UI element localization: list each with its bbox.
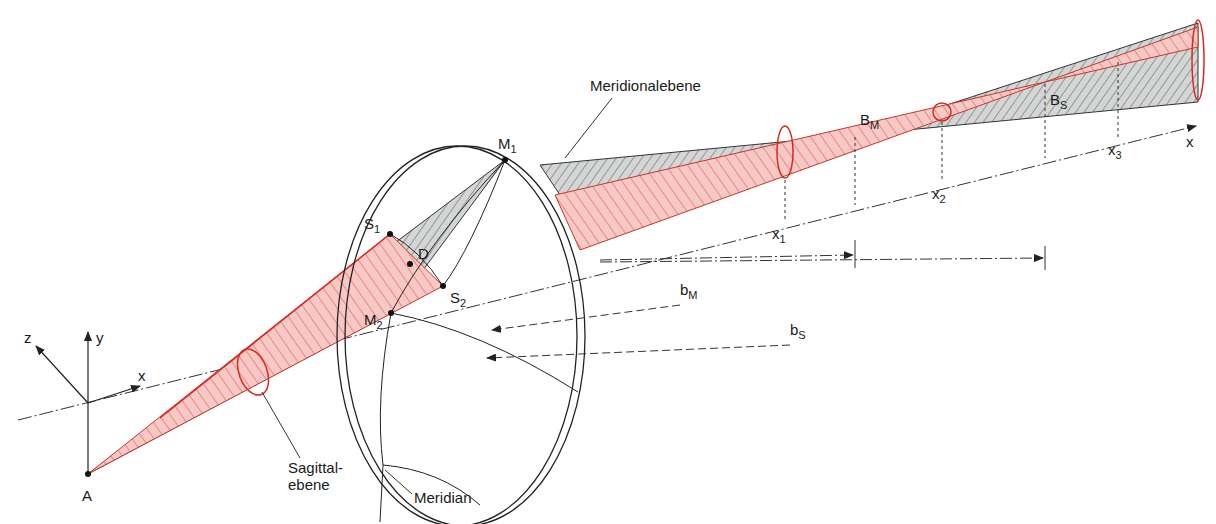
position-label: x2 — [932, 186, 946, 203]
focus-label: BM — [860, 112, 879, 129]
axis-label: y — [96, 330, 104, 347]
lens — [345, 146, 585, 524]
subscript: 1 — [780, 233, 786, 245]
subscript: 2 — [377, 319, 383, 331]
axis-label: z — [24, 330, 32, 347]
plane-label: Sagittal- ebene — [288, 460, 358, 493]
part-label: Meridian — [414, 490, 472, 507]
point-label: D — [418, 246, 429, 263]
axis-label: x — [1186, 134, 1194, 151]
meridional-fan — [88, 160, 505, 474]
point-label: S2 — [450, 290, 466, 307]
subscript: S — [798, 329, 805, 341]
position-label: x3 — [1108, 142, 1122, 159]
position-label: x1 — [772, 226, 786, 243]
subscript: S — [1060, 99, 1067, 111]
subscript: 2 — [460, 297, 466, 309]
subscript: 2 — [940, 193, 946, 205]
point-label: A — [82, 488, 92, 505]
plane-label: Meridionalebene — [590, 78, 701, 95]
subscript: 3 — [1116, 149, 1122, 161]
point-label: M1 — [498, 136, 517, 153]
point-label: M2 — [364, 312, 383, 329]
meridian-line — [380, 160, 505, 522]
optical-axis — [18, 126, 1196, 420]
axis-label: x — [138, 368, 146, 385]
focus-label: BS — [1050, 92, 1067, 109]
subscript: M — [870, 119, 879, 131]
dimension-label: bM — [680, 282, 698, 299]
subscript: M — [688, 289, 697, 301]
dimension-label: bS — [790, 322, 806, 339]
subscript: 1 — [511, 143, 517, 155]
point-label: S1 — [364, 216, 380, 233]
subscript: 1 — [374, 223, 380, 235]
sagittal-fan — [88, 234, 443, 474]
